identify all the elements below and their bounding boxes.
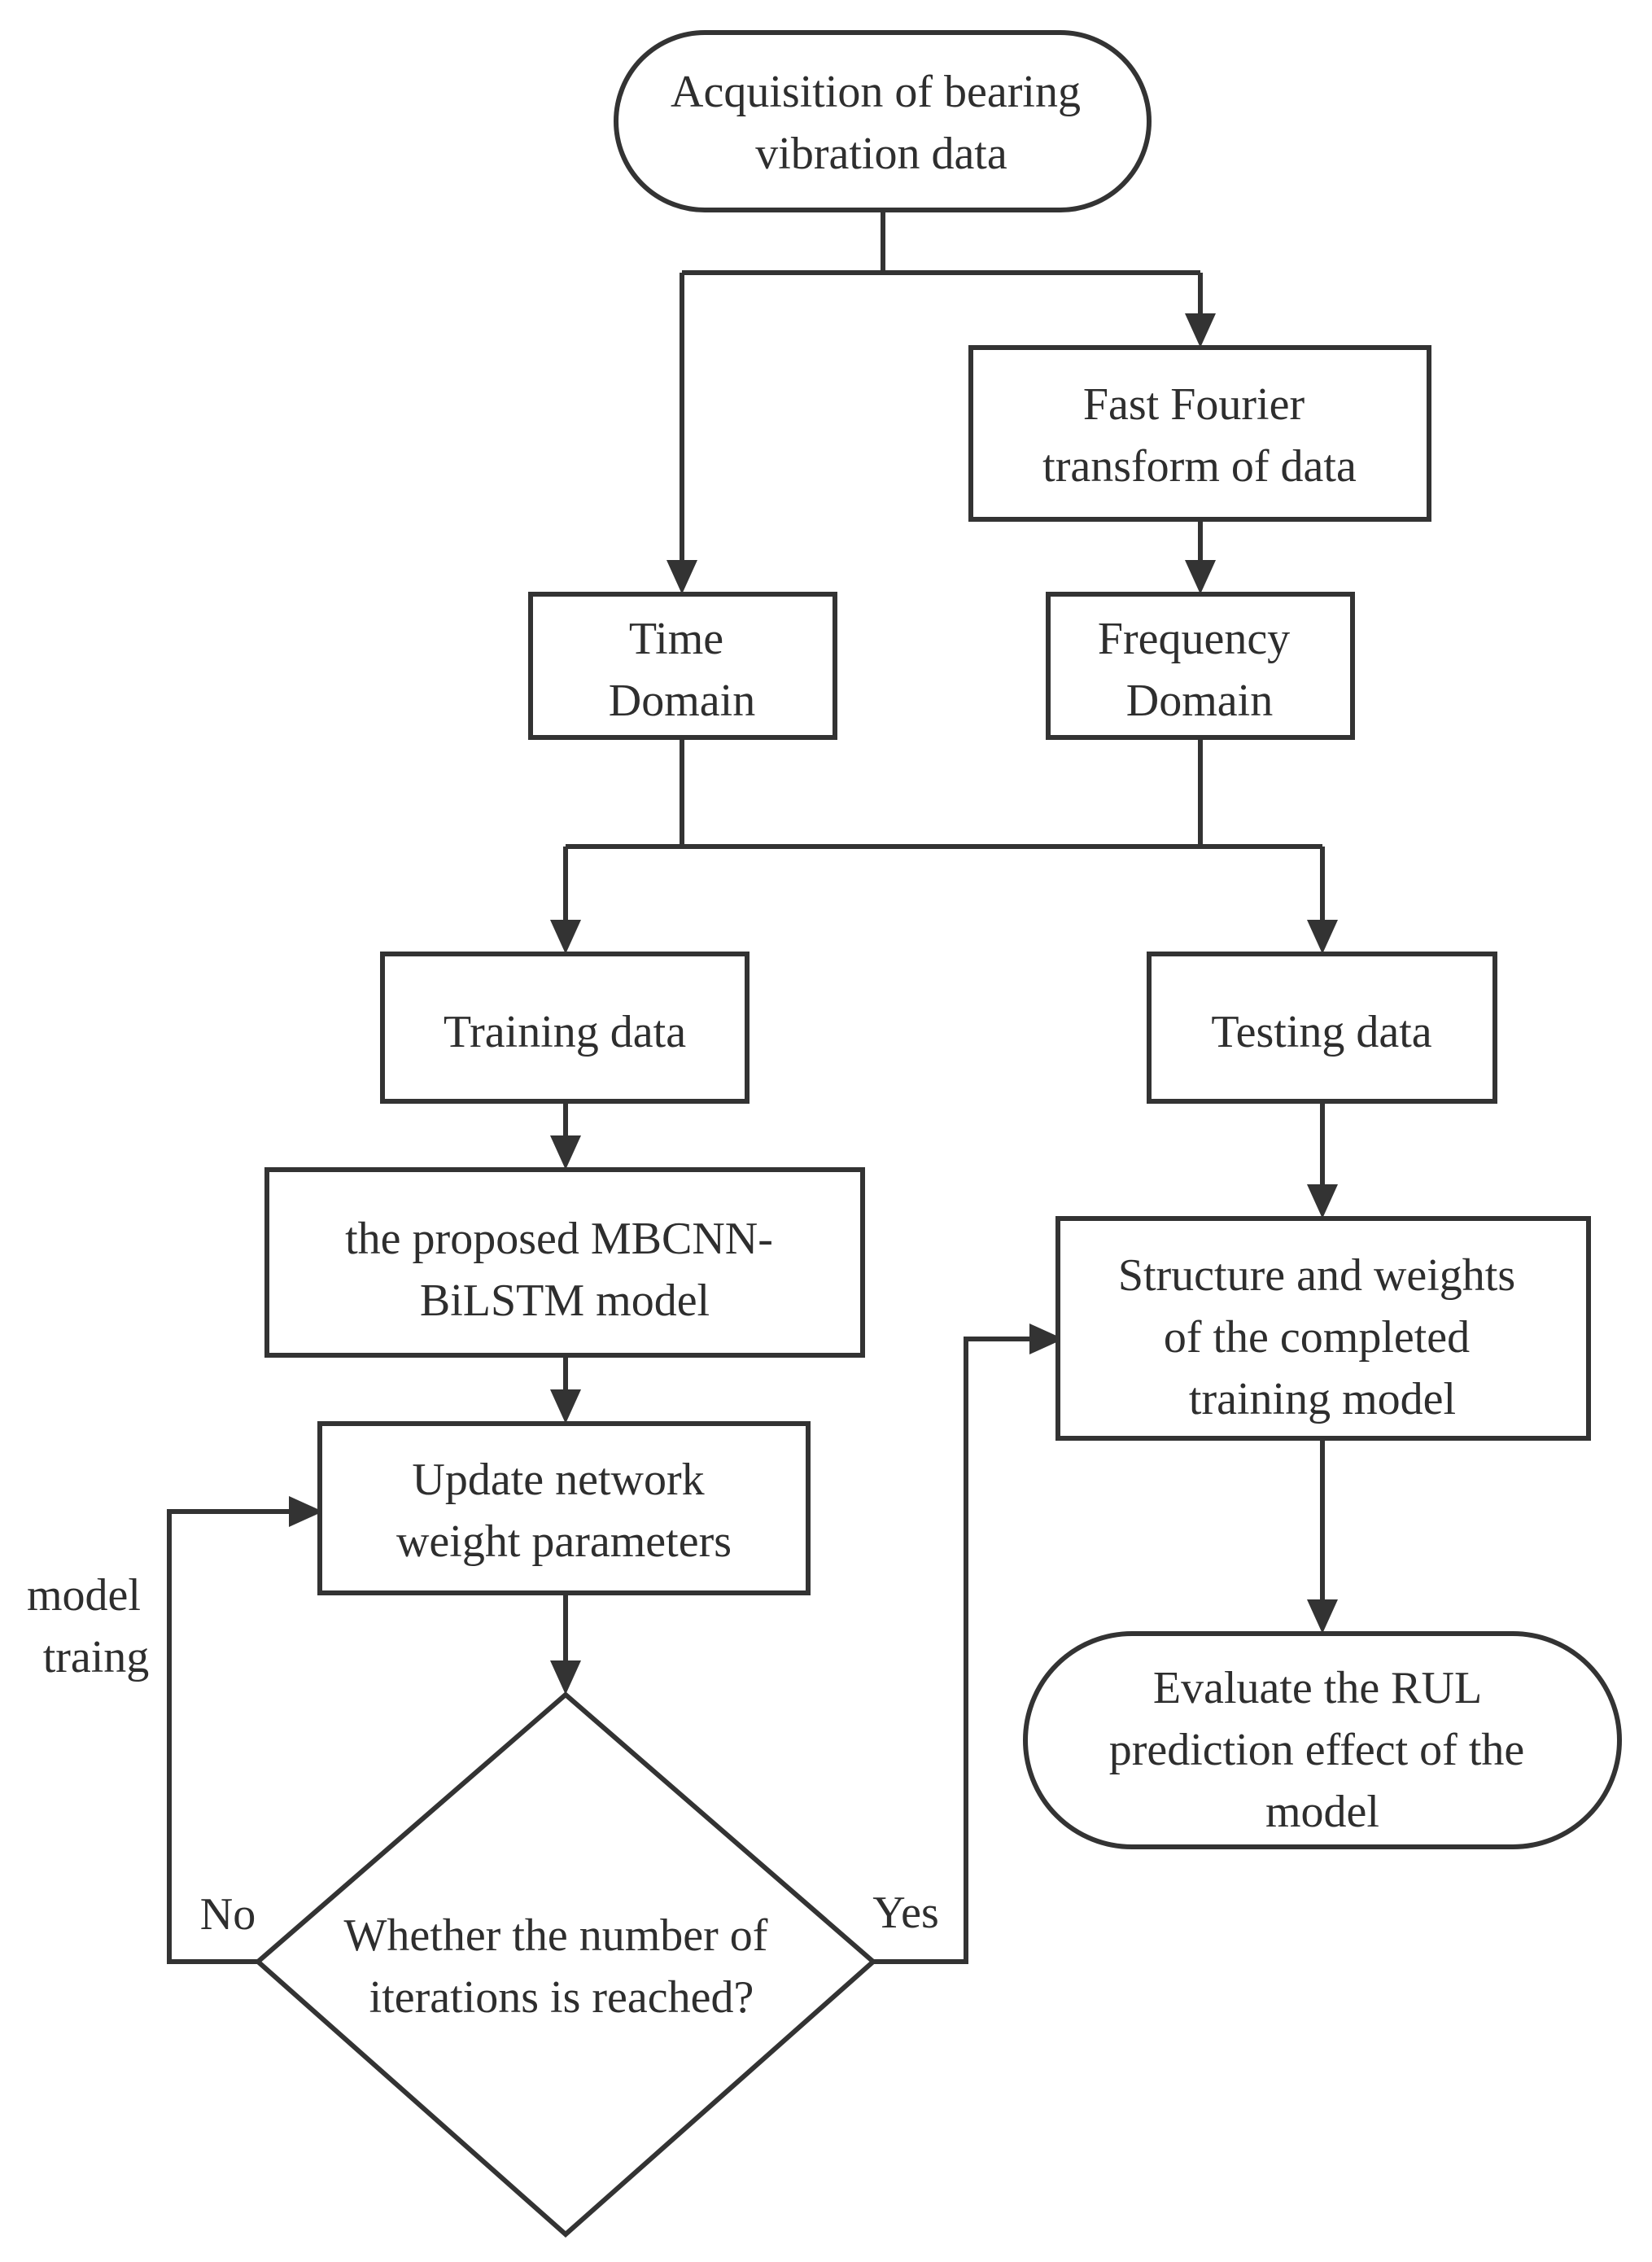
- model-node: the proposed MBCNN- BiLSTM model: [264, 1167, 865, 1358]
- evaluate-label: Evaluate the RUL prediction effect of th…: [1109, 1663, 1536, 1837]
- trained-model-label: Structure and weights of the completed t…: [1118, 1250, 1527, 1424]
- arrowhead-training-data: [550, 920, 581, 954]
- decision-diamond: [254, 1691, 877, 2238]
- model-training-label: model traing: [27, 1570, 152, 1682]
- fft-node: Fast Fourier transform of data: [968, 345, 1431, 522]
- arrowhead-trained-model: [1307, 1184, 1338, 1219]
- arrowhead-frequency-domain: [1185, 560, 1216, 594]
- update-weights-node: Update network weight parameters: [317, 1421, 811, 1595]
- connectors: [167, 210, 1338, 1964]
- acquisition-node: Acquisition of bearing vibration data: [614, 30, 1152, 212]
- yes-label: Yes: [872, 1888, 938, 1938]
- trained-model-node: Structure and weights of the completed t…: [1055, 1216, 1591, 1441]
- fft-box: [968, 345, 1431, 522]
- evaluate-terminal: [1023, 1631, 1622, 1849]
- training-data-label: Training data: [444, 1007, 686, 1057]
- time-domain-node: Time Domain: [528, 592, 837, 740]
- model-label: the proposed MBCNN- BiLSTM model: [345, 1214, 784, 1326]
- model-box: [264, 1167, 865, 1358]
- trained-model-box: [1055, 1216, 1591, 1441]
- arrowhead-yes-branch: [1029, 1324, 1064, 1354]
- arrowhead-testing-data: [1307, 920, 1338, 954]
- fft-label: Fast Fourier transform of data: [1042, 379, 1357, 492]
- evaluate-node: Evaluate the RUL prediction effect of th…: [1023, 1631, 1622, 1849]
- decision-label: Whether the number of iterations is reac…: [344, 1910, 780, 2023]
- frequency-domain-box: [1046, 592, 1355, 740]
- arrowhead-no-loop: [289, 1496, 323, 1527]
- arrowhead-decision: [550, 1660, 581, 1695]
- acquisition-terminal: [614, 30, 1152, 212]
- testing-data-node: Testing data: [1147, 952, 1497, 1104]
- time-domain-label: Time Domain: [609, 614, 755, 726]
- testing-data-box: [1147, 952, 1497, 1104]
- time-domain-box: [528, 592, 837, 740]
- training-data-node: Training data: [380, 952, 750, 1104]
- arrowhead-evaluate: [1307, 1599, 1338, 1634]
- frequency-domain-label: Frequency Domain: [1098, 614, 1301, 726]
- update-weights-box: [317, 1421, 811, 1595]
- training-data-box: [380, 952, 750, 1104]
- arrowhead-fft: [1185, 313, 1216, 348]
- testing-data-label: Testing data: [1211, 1007, 1431, 1057]
- decision-node: Whether the number of iterations is reac…: [254, 1691, 877, 2238]
- frequency-domain-node: Frequency Domain: [1046, 592, 1355, 740]
- edge-no-loop: [167, 1509, 289, 1964]
- edge-yes-branch: [873, 1337, 1029, 1964]
- update-weights-label: Update network weight parameters: [396, 1455, 732, 1567]
- arrowhead-model: [550, 1135, 581, 1170]
- arrowhead-time-domain: [666, 560, 697, 594]
- acquisition-label: Acquisition of bearing vibration data: [671, 67, 1092, 179]
- arrowhead-update: [550, 1389, 581, 1424]
- no-label: No: [200, 1889, 256, 1940]
